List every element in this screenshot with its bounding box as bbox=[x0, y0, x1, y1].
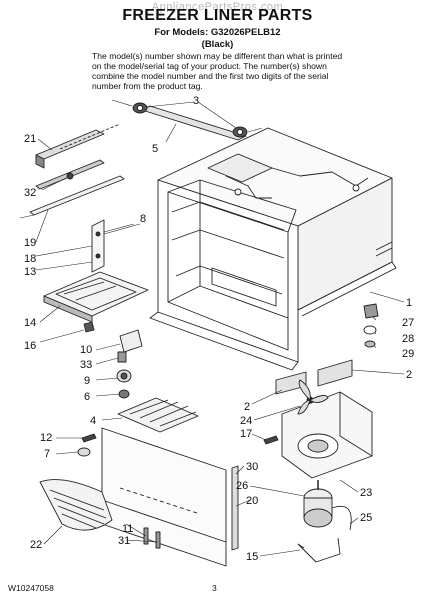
callout-7: 7 bbox=[44, 448, 50, 460]
rod-part-5 bbox=[111, 99, 263, 141]
page-number: 3 bbox=[212, 583, 217, 593]
fan-housing-part-23 bbox=[281, 391, 373, 479]
exploded-parts-diagram: 3 5 21 32 8 19 18 13 1 27 28 29 14 16 10… bbox=[19, 95, 414, 567]
right-small-parts-27-28-29 bbox=[363, 303, 379, 348]
callout-17: 17 bbox=[240, 428, 252, 440]
strip-part-30-20 bbox=[231, 465, 239, 551]
callout-3: 3 bbox=[193, 95, 199, 107]
callout-22: 22 bbox=[30, 539, 42, 551]
callout-21: 21 bbox=[24, 133, 36, 145]
callout-19: 19 bbox=[24, 237, 36, 249]
callout-1: 1 bbox=[406, 297, 412, 309]
cover-panel-part-11 bbox=[101, 427, 227, 567]
callout-11: 11 bbox=[122, 523, 133, 535]
callout-2-left: 2 bbox=[244, 401, 250, 413]
callout-20: 20 bbox=[246, 495, 258, 507]
freezer-liner-part-1 bbox=[149, 127, 397, 371]
small-parts-16-10-33-9-6 bbox=[83, 321, 143, 399]
callout-9: 9 bbox=[84, 375, 90, 387]
callout-labels: 3 5 21 32 8 19 18 13 1 27 28 29 14 16 10… bbox=[24, 95, 414, 563]
callout-25: 25 bbox=[360, 512, 372, 524]
rail-part-19 bbox=[19, 175, 125, 219]
callout-10: 10 bbox=[80, 344, 92, 356]
motor-part-26 bbox=[303, 480, 352, 531]
callout-28: 28 bbox=[402, 333, 414, 345]
callout-4: 4 bbox=[90, 415, 96, 427]
callout-32: 32 bbox=[24, 187, 36, 199]
bracket-part-8 bbox=[91, 219, 135, 273]
screws-12-7-17 bbox=[77, 433, 279, 457]
fan-blade-part-24 bbox=[297, 379, 329, 415]
callout-30: 30 bbox=[246, 461, 258, 473]
grille-part-4 bbox=[117, 397, 199, 433]
callout-18: 18 bbox=[24, 253, 36, 265]
callout-23: 23 bbox=[360, 487, 372, 499]
callout-5: 5 bbox=[152, 143, 158, 155]
bracket-part-15 bbox=[297, 537, 341, 563]
callout-31: 31 bbox=[118, 535, 130, 547]
tray-part-14 bbox=[43, 271, 149, 323]
callout-6: 6 bbox=[84, 391, 90, 403]
callout-14: 14 bbox=[24, 317, 36, 329]
model-line: For Models: G32026PELB12 bbox=[154, 27, 281, 38]
rail-part-32 bbox=[35, 159, 105, 190]
document-number: W10247058 bbox=[8, 583, 54, 593]
callout-27: 27 bbox=[402, 317, 414, 329]
gaskets-part-2 bbox=[275, 359, 353, 395]
callout-15: 15 bbox=[246, 551, 258, 563]
color-variant: (Black) bbox=[201, 39, 234, 50]
callout-13: 13 bbox=[24, 266, 36, 278]
callout-12: 12 bbox=[40, 432, 52, 444]
page-title: FREEZER LINER PARTS bbox=[122, 7, 313, 24]
callout-33: 33 bbox=[80, 359, 92, 371]
callout-26: 26 bbox=[236, 480, 248, 492]
watermark: AppliancePartsPros.com bbox=[151, 1, 284, 13]
callout-16: 16 bbox=[24, 340, 36, 352]
callout-24: 24 bbox=[240, 415, 252, 427]
rail-part-21 bbox=[35, 123, 121, 169]
callout-29: 29 bbox=[402, 348, 414, 360]
model-note: The model(s) number shown may be differe… bbox=[92, 51, 343, 91]
callout-2-right: 2 bbox=[406, 369, 412, 381]
callout-8: 8 bbox=[140, 213, 146, 225]
front-grille-part-22 bbox=[39, 479, 113, 531]
